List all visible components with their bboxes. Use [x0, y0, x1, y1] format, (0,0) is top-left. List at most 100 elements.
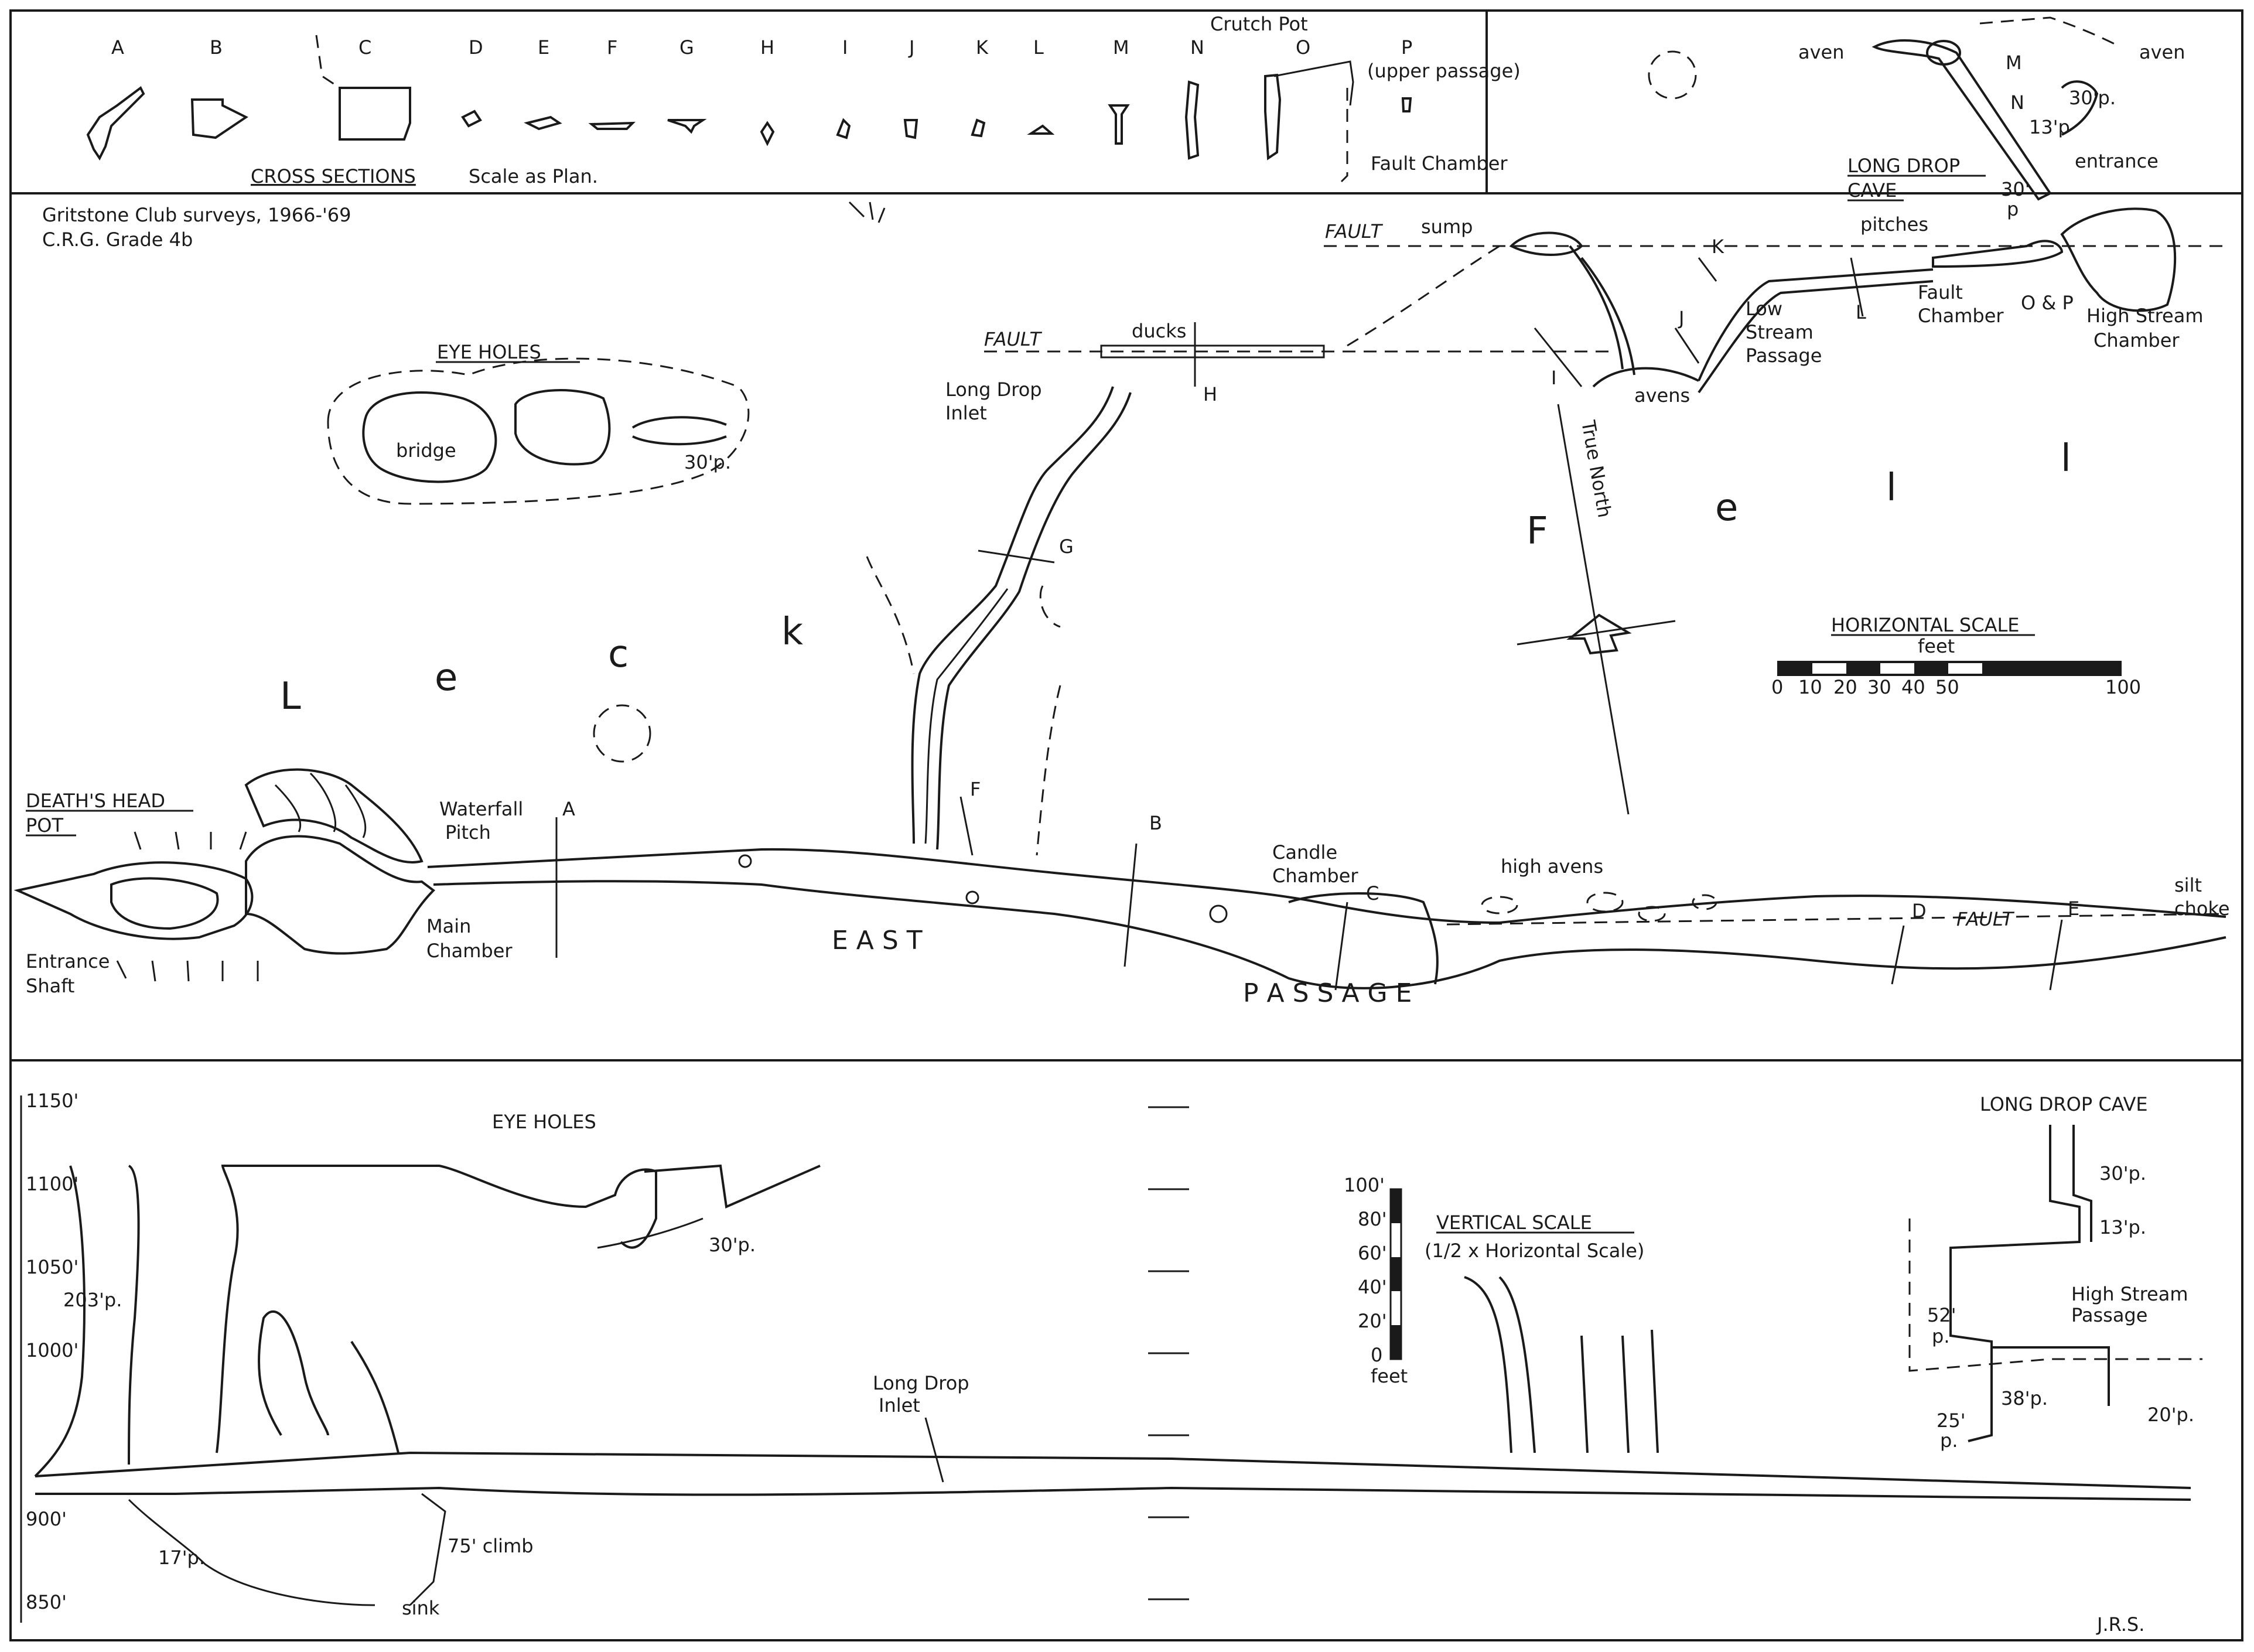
horizontal-scale-unit: feet	[1918, 635, 1955, 657]
vscale-tick-0: 0	[1371, 1344, 1382, 1366]
xs-letter-l: L	[1033, 36, 1044, 59]
cross-section-shapes	[86, 35, 1412, 183]
place-name-leck-fell: L e c k F e l l	[280, 437, 2071, 718]
plan-marker-d: D	[1912, 900, 1927, 922]
xs-letter-b: B	[210, 36, 223, 59]
section-markers: A B C D E F G H I J K L M N	[555, 52, 2079, 991]
deaths-head-pot: DEATH'S HEAD POT Entrance Shaft Main Cha…	[13, 768, 523, 997]
aven-label-1: aven	[1798, 41, 1845, 63]
hsp-line1: High Stream	[2071, 1283, 2188, 1305]
xs-letter-d: D	[469, 36, 483, 59]
east-label: E A S T	[832, 926, 923, 955]
entrance-shaft-line1: Entrance	[26, 950, 110, 972]
leck-e: e	[435, 656, 457, 699]
avens-label: avens	[1634, 384, 1690, 407]
long-drop-inlet-line2: Inlet	[945, 402, 987, 424]
pitch-25-line1: 25'	[1937, 1409, 1966, 1432]
fault-label-east: FAULT	[1956, 908, 2015, 930]
candle-chamber-line2: Chamber	[1272, 865, 1358, 887]
xs-letter-h: H	[760, 36, 774, 59]
map-frames	[9, 9, 2243, 1641]
elev-ldi-line2: Inlet	[879, 1394, 920, 1417]
fell-l2: l	[2061, 437, 2071, 480]
dhp-title-line2: POT	[26, 814, 63, 837]
sink-label: sink	[402, 1597, 440, 1619]
level-1000: 1000'	[26, 1339, 78, 1361]
elevation-view: 1150' 1100' 1050' 1000' 900' 850' 203'p.…	[20, 1090, 2202, 1636]
low-stream-line3: Passage	[1746, 344, 1822, 367]
xs-letter-c: C	[358, 36, 371, 59]
xs-letter-e: E	[538, 36, 549, 59]
level-1100: 1100'	[26, 1173, 78, 1195]
survey-grade: C.R.G. Grade 4b	[42, 228, 193, 251]
bridge-label: bridge	[396, 439, 456, 462]
plan-marker-b: B	[1149, 812, 1162, 834]
hscale-tick-30: 30	[1867, 676, 1891, 698]
dhp-title-line1: DEATH'S HEAD	[26, 790, 165, 812]
long-drop-cave-elevation: LONG DROP CAVE 30'p. 13'p. 52' p. High S…	[1908, 1093, 2202, 1452]
north-arrow: True North	[1517, 404, 1676, 815]
fault-chamber-line2: Chamber	[1918, 305, 2004, 327]
pitch-20: 20'p.	[2147, 1404, 2194, 1426]
xs-letter-a: A	[111, 36, 124, 59]
waterfall-pitch-line2: Pitch	[445, 821, 491, 844]
level-1050: 1050'	[26, 1256, 78, 1278]
survey-credit: Gritstone Club surveys, 1966-'69	[42, 204, 351, 226]
xs-letter-i: I	[842, 36, 848, 59]
pitch-30b-line1: 30'	[2001, 178, 2030, 200]
surveyor-initials: J.R.S.	[2096, 1613, 2144, 1636]
main-chamber-line1: Main	[426, 915, 471, 937]
vertical-scale: 100' 80' 60' 40' 20' 0 feet VERTICAL SCA…	[1344, 1174, 1644, 1387]
crutch-pot-label: Crutch Pot	[1210, 13, 1308, 35]
waterfall-pitch-line1: Waterfall	[439, 798, 523, 820]
vscale-tick-60: 60'	[1358, 1242, 1387, 1264]
horizontal-scale-title: HORIZONTAL SCALE	[1831, 614, 2020, 636]
pitch-38: 38'p.	[2001, 1387, 2048, 1409]
o-and-p-label: O & P	[2021, 292, 2074, 314]
vertical-scale-title: VERTICAL SCALE	[1436, 1211, 1592, 1234]
xs-letter-n: N	[1190, 36, 1204, 59]
xs-letter-m: M	[1113, 36, 1129, 59]
plan-marker-c: C	[1366, 882, 1379, 904]
plan-marker-k: K	[1712, 235, 1724, 258]
hsp-line2: Passage	[2071, 1304, 2147, 1326]
hsc-line1: High Stream	[2086, 305, 2204, 327]
low-stream-line2: Stream	[1746, 321, 1814, 343]
xs-letter-j: J	[908, 36, 914, 59]
vscale-tick-100: 100'	[1344, 1174, 1385, 1196]
fault-label-sump: FAULT	[1325, 220, 1384, 243]
hscale-tick-40: 40	[1901, 676, 1925, 698]
xs-letter-f: F	[607, 36, 617, 59]
elevation-axis: 1150' 1100' 1050' 1000' 900' 850'	[20, 1090, 1189, 1623]
plan-marker-a: A	[562, 798, 575, 820]
sump-label: sump	[1421, 216, 1473, 238]
passage-label: P A S S A G E	[1243, 978, 1412, 1008]
long-drop-cave-plan: LONG DROP CAVE pitches Fault Chamber O &…	[1798, 16, 2204, 351]
cross-sections-panel: A B C D E F G H I J K L M N O P Crutch P…	[86, 13, 1521, 187]
true-north-label: True North	[1577, 418, 1616, 520]
xs-letter-p: P	[1401, 36, 1412, 59]
fell-f: F	[1526, 510, 1548, 553]
xs-letter-k: K	[976, 36, 989, 59]
eye-holes-title: EYE HOLES	[437, 341, 541, 363]
cross-sections-scale-note: Scale as Plan.	[469, 165, 598, 187]
pitch-17: 17'p.	[158, 1547, 205, 1569]
plan-marker-l: L	[1856, 301, 1866, 323]
pitch-25-line2: p.	[1940, 1429, 1958, 1452]
climb-75: 75' climb	[448, 1535, 534, 1557]
hscale-tick-20: 20	[1833, 676, 1857, 698]
pitch-30b-line2: p	[2007, 198, 2019, 220]
elev-ldc-title: LONG DROP CAVE	[1980, 1093, 2148, 1115]
plan-marker-e: E	[2068, 897, 2079, 920]
plan-marker-i: I	[1551, 367, 1556, 389]
entrance-shaft-line2: Shaft	[26, 975, 74, 997]
vertical-scale-subtitle: (1/2 x Horizontal Scale)	[1425, 1240, 1644, 1262]
level-900: 900'	[26, 1508, 67, 1530]
main-chamber-line2: Chamber	[426, 940, 513, 962]
pitches-label: pitches	[1860, 213, 1928, 235]
pitch-203: 203'p.	[63, 1289, 122, 1311]
plan-view: Gritstone Club surveys, 1966-'69 C.R.G. …	[13, 16, 2230, 1008]
elev-ldi-line1: Long Drop	[873, 1372, 969, 1394]
candle-chamber-line1: Candle	[1272, 841, 1337, 863]
